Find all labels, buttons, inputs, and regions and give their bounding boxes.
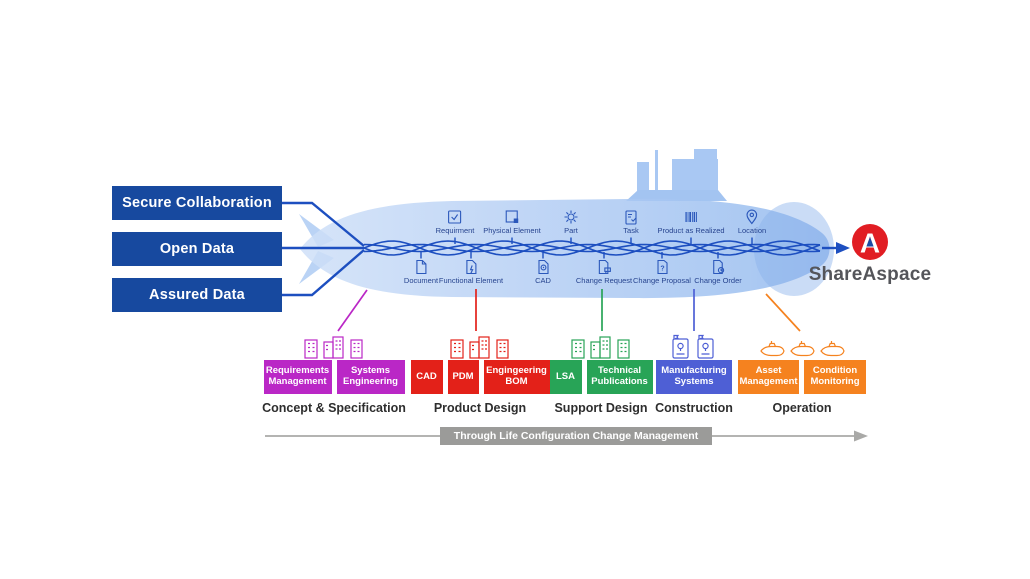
barcode-icon xyxy=(685,212,697,222)
change-request-icon xyxy=(598,259,612,275)
submarine-mast-1 xyxy=(637,162,649,192)
submarine-mast-block xyxy=(672,159,718,192)
cad-file-icon xyxy=(538,259,549,275)
backbone-item-label: Physical Element xyxy=(483,226,541,235)
data-braid xyxy=(363,240,821,256)
lifecycle-section-operation: Asset Management Condition Monitoring Op… xyxy=(736,332,868,415)
capability-box-open-data: Open Data xyxy=(112,232,282,266)
backbone-item-physical-element: Physical Element xyxy=(483,209,541,235)
backbone-item-task: Task xyxy=(623,209,639,235)
lifecycle-box: Condition Monitoring xyxy=(804,360,866,394)
lifecycle-box: Requirements Management xyxy=(263,360,332,394)
task-clipboard-icon xyxy=(625,210,637,225)
lifecycle-box: Manufacturing Systems xyxy=(656,360,732,394)
lifecycle-box: Asset Management xyxy=(738,360,799,394)
lifecycle-section-support-design: LSA Technical Publications Support Desig… xyxy=(547,332,655,415)
backbone-arrowhead xyxy=(836,242,850,254)
backbone-item-document: Document xyxy=(404,259,438,285)
timeline-label: Through Life Configuration Change Manage… xyxy=(440,427,712,445)
manufacturing-icon xyxy=(670,332,718,359)
backbone-item-location: Location xyxy=(738,209,766,235)
backbone-item-change-proposal: ? Change Proposal xyxy=(633,259,691,285)
submarines-icon xyxy=(759,332,845,359)
backbone-item-functional-element: Functional Element xyxy=(439,259,503,285)
lifecycle-box: LSA xyxy=(549,360,582,394)
submarine-periscope xyxy=(655,150,658,192)
backbone-item-label: Document xyxy=(403,276,439,285)
backbone-item-label: Requirment xyxy=(435,226,475,235)
part-gear-icon xyxy=(564,210,578,224)
backbone-item-cad: CAD xyxy=(535,259,551,285)
location-pin-icon xyxy=(746,209,758,225)
section-connector-lines xyxy=(337,289,801,332)
shareaspace-logo: A ShareAspace xyxy=(800,222,940,286)
icon-tick-marks xyxy=(420,237,753,259)
section-title: Support Design xyxy=(554,401,648,415)
lifecycle-box: Technical Publications xyxy=(586,360,653,394)
backbone-item-label: Change Order xyxy=(694,276,742,285)
backbone-item-label: Change Proposal xyxy=(633,276,691,285)
requirement-checkbox-icon xyxy=(448,210,462,224)
section-title: Construction xyxy=(655,401,733,415)
lifecycle-section-concept-specification: Requirements Management Systems Engineer… xyxy=(258,332,410,415)
submarine-mast-top xyxy=(694,149,717,162)
change-order-icon xyxy=(712,259,724,275)
lifecycle-box: CAD xyxy=(410,360,443,394)
submarine-nose-shading xyxy=(754,202,834,296)
capability-connector-lines xyxy=(282,201,838,297)
logo-wordmark: ShareAspace xyxy=(808,264,932,285)
lifecycle-box: Systems Engineering xyxy=(336,360,405,394)
backbone-item-change-request: Change Request xyxy=(576,259,632,285)
section-title: Concept & Specification xyxy=(262,401,406,415)
submarine-sail xyxy=(626,190,727,201)
logo-accent-triangle xyxy=(866,237,874,247)
section-title: Product Design xyxy=(433,401,527,415)
backbone-item-product-as-realized: Product as Realized xyxy=(657,209,725,235)
backbone-item-label: Functional Element xyxy=(438,276,504,285)
functional-element-icon xyxy=(466,259,477,275)
capability-box-assured-data: Assured Data xyxy=(112,278,282,312)
section-title: Operation xyxy=(772,401,832,415)
backbone-item-label: Task xyxy=(623,226,639,235)
backbone-item-requirement: Requirment xyxy=(435,209,475,235)
lifecycle-section-product-design: CAD PDM Engingeering BOM Product Design xyxy=(408,332,552,415)
backbone-item-label: Product as Realized xyxy=(657,226,725,235)
backbone-item-label: Part xyxy=(564,226,578,235)
lifecycle-box: Engingeering BOM xyxy=(483,360,550,394)
buildings-icon xyxy=(302,332,366,359)
backbone-item-label: CAD xyxy=(535,276,551,285)
svg-text:?: ? xyxy=(660,266,664,273)
lifecycle-box: PDM xyxy=(447,360,479,394)
capability-box-secure-collaboration: Secure Collaboration xyxy=(112,186,282,220)
buildings-icon xyxy=(448,332,512,359)
physical-element-icon xyxy=(505,210,518,223)
backbone-item-label: Location xyxy=(737,226,767,235)
document-icon xyxy=(416,259,427,275)
backbone-item-label: Change Request xyxy=(575,276,633,285)
backbone-item-change-order: Change Order xyxy=(694,259,742,285)
backbone-item-part: Part xyxy=(563,209,579,235)
change-proposal-icon: ? xyxy=(657,259,668,275)
lifecycle-section-construction: Manufacturing Systems Construction xyxy=(650,332,738,415)
buildings-icon xyxy=(569,332,633,359)
shareaspace-logo-mark: A xyxy=(852,224,888,260)
timeline-arrowhead xyxy=(854,430,868,442)
